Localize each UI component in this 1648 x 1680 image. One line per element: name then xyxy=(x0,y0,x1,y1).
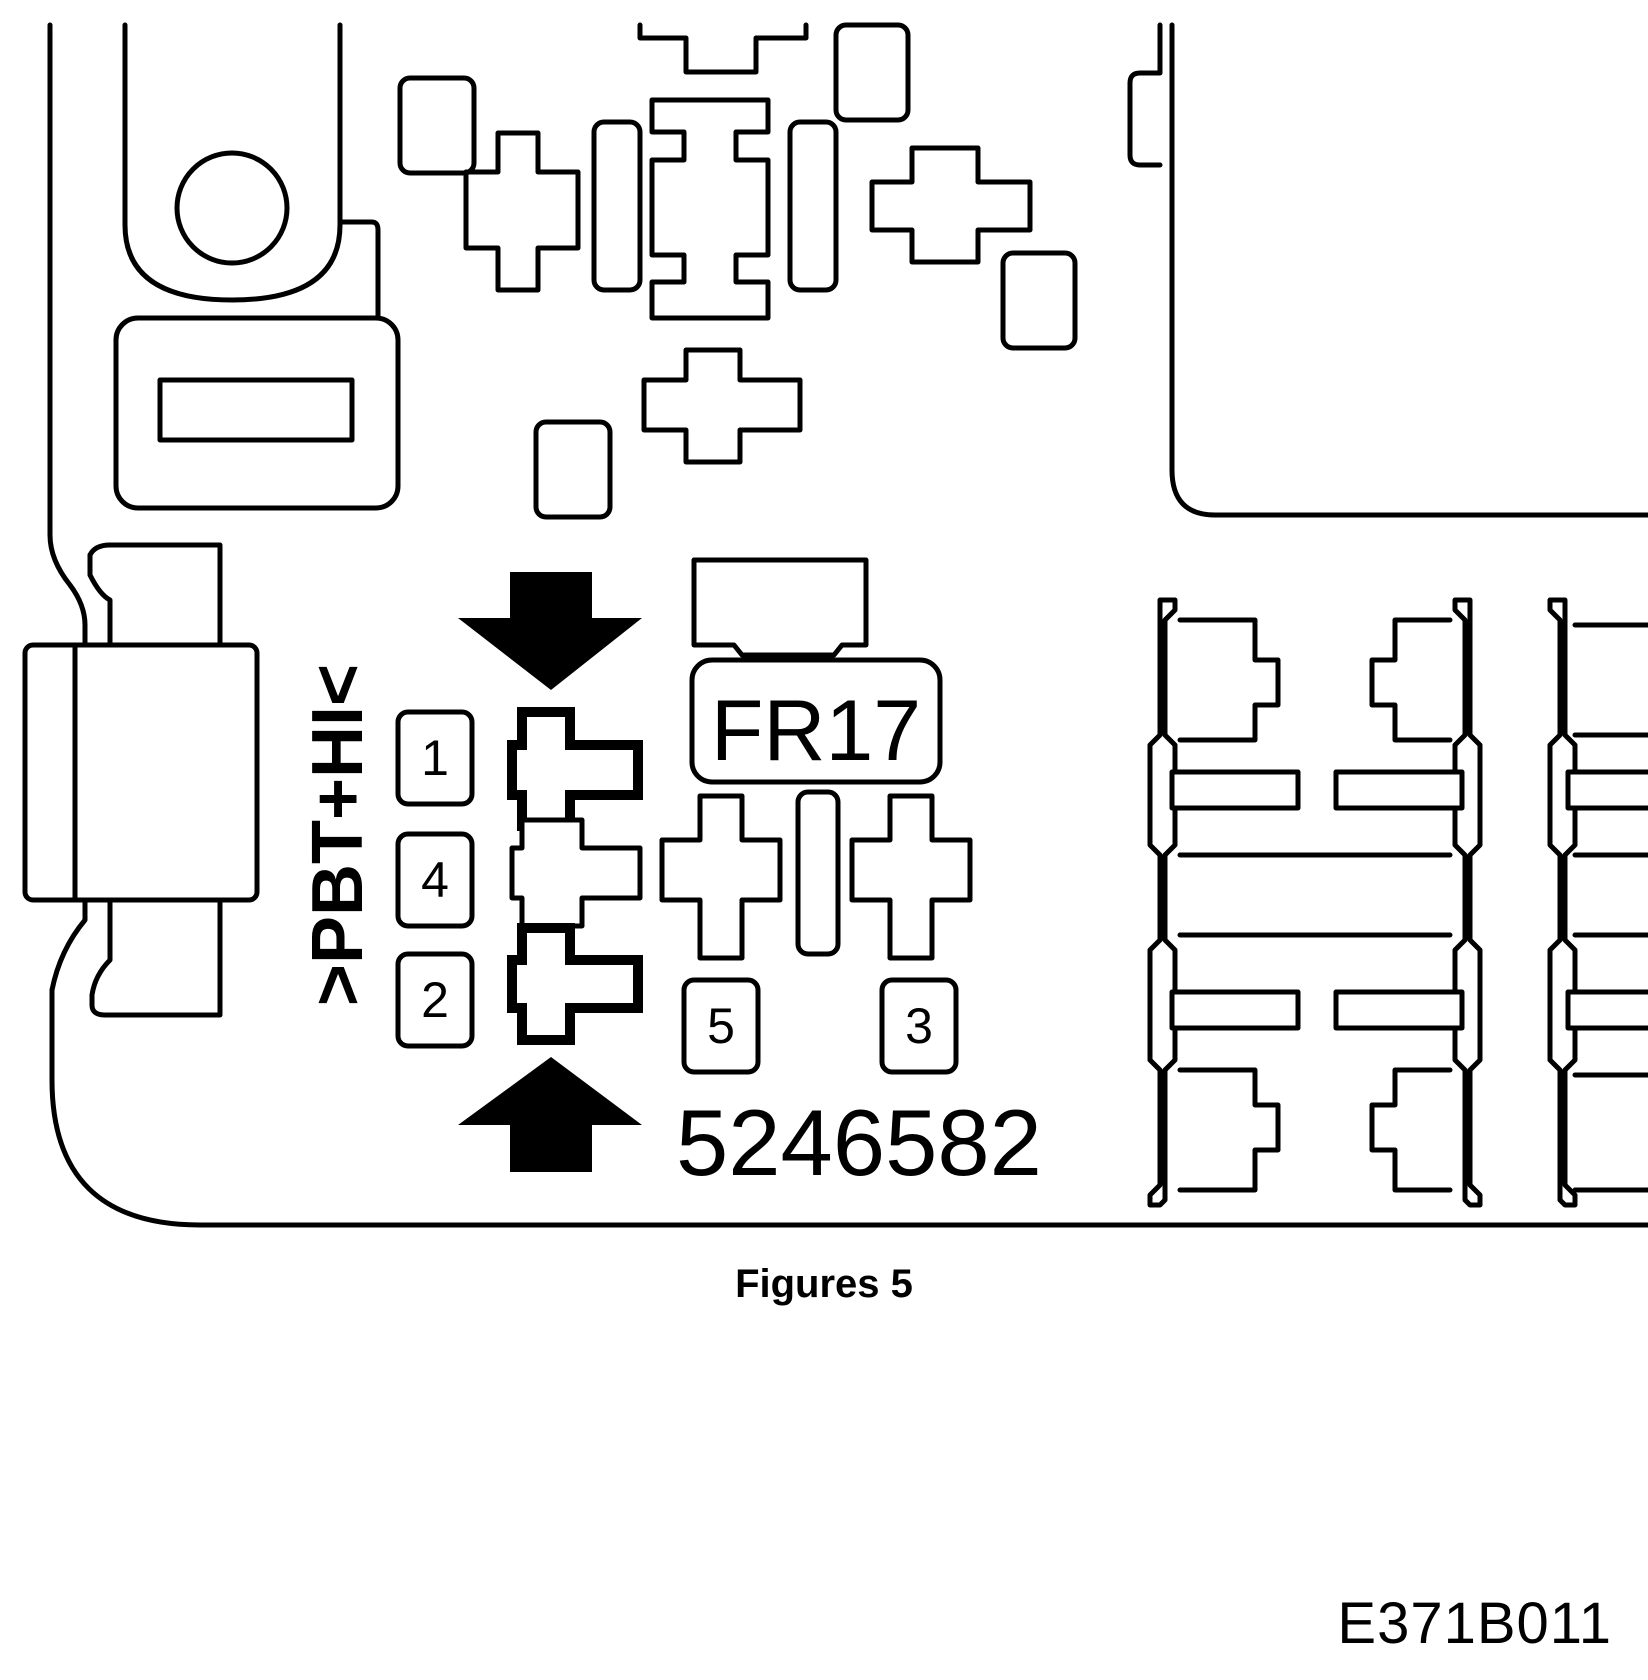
terminal-cavity-3 xyxy=(849,793,973,961)
down-arrow-icon xyxy=(458,572,642,690)
fuse-holder-right xyxy=(1333,597,1483,1208)
fuse-holder-edge xyxy=(1547,597,1648,1208)
svg-text:3: 3 xyxy=(905,998,933,1054)
mounting-bracket xyxy=(113,22,401,511)
housing-outline xyxy=(47,22,1648,1228)
terminal-label-4: 4 xyxy=(395,831,475,929)
terminal-label-5: 5 xyxy=(681,977,761,1075)
svg-text:5: 5 xyxy=(707,998,735,1054)
terminal-cavity-1 xyxy=(507,707,643,831)
terminal-cavity-5 xyxy=(659,793,783,961)
side-latch xyxy=(22,542,260,1018)
svg-text:1: 1 xyxy=(421,730,449,786)
fuse-holder-left xyxy=(1147,597,1453,1208)
terminal-cavity-2 xyxy=(507,923,643,1045)
terminal-label-1: 1 xyxy=(395,709,475,807)
svg-text:2: 2 xyxy=(421,972,449,1028)
terminal-label-3: 3 xyxy=(879,977,959,1075)
terminal-label-2: 2 xyxy=(395,951,475,1049)
mounting-hole-icon xyxy=(174,150,290,266)
svg-text:4: 4 xyxy=(421,852,449,908)
relay-label-fr17: FR17 xyxy=(689,657,943,785)
up-arrow-icon xyxy=(458,1057,642,1172)
svg-text:FR17: FR17 xyxy=(711,683,921,779)
terminal-cavity-4 xyxy=(509,817,643,929)
figure-caption: Figures 5 xyxy=(735,1262,913,1306)
part-number: 5246582 xyxy=(676,1090,1042,1195)
figure-code: E371B011 xyxy=(1337,1591,1612,1656)
material-mark: >PBT+HI< xyxy=(298,664,378,1006)
